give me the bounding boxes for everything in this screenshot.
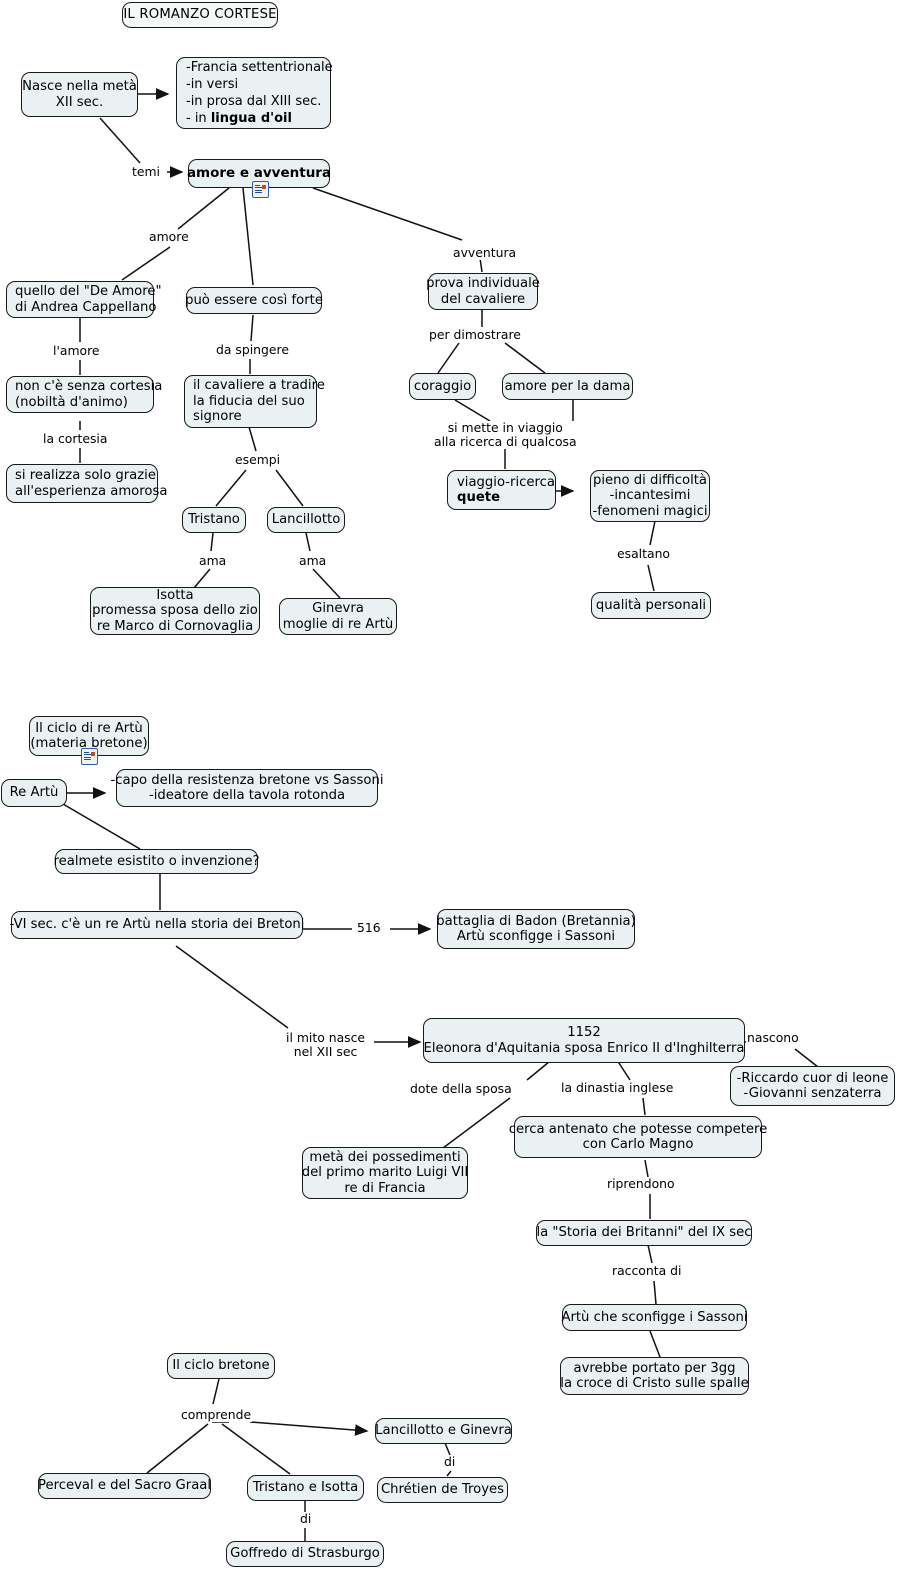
node-coraggio[interactable]: coraggio [409,373,476,400]
node-cerca-antenato[interactable]: cerca antenato che potesse competere con… [509,1116,767,1158]
edge-label-nascono: nascono [746,1030,800,1045]
node-ginevra[interactable]: Ginevra moglie di re Artù [279,598,397,635]
node-prova-individuale[interactable]: prova individuale del cavaliere [426,273,540,310]
note-icon[interactable] [81,748,98,765]
edge-label-comprende: comprende [180,1407,253,1422]
node-chretien-de-troyes[interactable]: Chrétien de Troyes [377,1477,508,1503]
node-perceval[interactable]: Perceval e del Sacro Graal [38,1473,211,1499]
node-re-artu[interactable]: Re Artù [1,779,67,807]
caratteristiche-line-2: -in versi [186,77,239,92]
edge-label-516: 516 [356,920,382,935]
viaggio-ricerca-label: viaggio-ricerca [457,474,555,490]
node-realmente-esistito[interactable]: realmete esistito o invenzione? [54,849,259,874]
node-figli-eleonora[interactable]: -Riccardo cuor di leone -Giovanni senzat… [730,1066,895,1106]
edge-label-esempi: esempi [234,452,282,467]
caratteristiche-line-4: - in lingua d'oil [186,111,292,126]
node-si-realizza[interactable]: si realizza solo grazie all'esperienza a… [6,464,167,503]
node-capo-resistenza[interactable]: -capo della resistenza bretone vs Sasson… [111,769,383,807]
edge-label-il-mito-nasce: il mito nasce nel XII sec [285,1030,367,1059]
caratteristiche-line-3: -in prosa dal XIII sec. [186,94,322,109]
edge-label-temi: temi [131,164,161,179]
quete-label: quete [457,490,501,505]
caratteristiche-line-1: -Francia settentrionale [186,60,333,75]
node-artu-sconfigge-sassoni[interactable]: Artù che sconfigge i Sassoni [561,1304,748,1331]
node-ciclo-bretone[interactable]: Il ciclo bretone [167,1353,275,1379]
edge-label-l-amore: l'amore [52,343,101,358]
node-lancillotto-e-ginevra[interactable]: Lancillotto e Ginevra [375,1418,512,1444]
node-eleonora-1152[interactable]: 1152 Eleonora d'Aquitania sposa Enrico I… [423,1018,745,1063]
node-meta-possedimenti[interactable]: metà dei possedimenti del primo marito L… [302,1147,468,1199]
node-tristano-e-isotta[interactable]: Tristano e Isotta [247,1475,364,1501]
edge-label-esaltano: esaltano [616,546,671,561]
edge-label-dote-della-sposa: dote della sposa [409,1081,513,1096]
node-caratteristiche[interactable]: -Francia settentrionale -in versi -in pr… [176,57,333,129]
edge-label-racconta-di: racconta di [611,1263,683,1278]
edge-label-ama-lancillotto: ama [298,553,328,568]
edge-label-per-dimostrare: per dimostrare [428,327,522,342]
node-goffredo-di-strasburgo[interactable]: Goffredo di Strasburgo [226,1541,384,1567]
node-tristano[interactable]: Tristano [182,507,246,533]
note-icon[interactable] [252,181,269,198]
node-cavaliere-tradire[interactable]: il cavaliere a tradire la fiducia del su… [184,375,325,428]
node-battaglia-di-badon[interactable]: battaglia di Badon (Bretannia) Artù scon… [436,909,636,949]
map-title: IL ROMANZO CORTESE [122,2,278,28]
edge-label-amore: amore [148,229,190,244]
edge-label-la-cortesia: la cortesia [42,431,109,446]
node-vi-sec-re-artu[interactable]: -VI sec. c'è un re Artù nella storia dei… [10,911,304,939]
node-storia-dei-britanni[interactable]: la "Storia dei Britanni" del IX sec [536,1220,752,1246]
edge-label-ama-tristano: ama [198,553,228,568]
node-croce-di-cristo[interactable]: avrebbe portato per 3gg la croce di Cris… [560,1357,749,1395]
node-qualita-personali[interactable]: qualità personali [591,592,711,619]
edge-label-di-goffredo: di [299,1511,313,1526]
node-amore-e-avventura[interactable]: amore e avventura [187,159,331,188]
node-non-ce-senza-cortesia[interactable]: non c'è senza cortesia (nobiltà d'animo) [6,376,162,413]
edge-label-riprendono: riprendono [606,1176,676,1191]
node-puo-essere-forte[interactable]: può essere così forte [185,287,323,314]
node-amore-per-la-dama[interactable]: amore per la dama [502,373,633,400]
node-viaggio-ricerca-quete[interactable]: viaggio-ricerca quete [447,470,556,510]
edge-label-di-chretien: di [443,1454,457,1469]
edge-label-la-dinastia-inglese: la dinastia inglese [560,1080,675,1095]
edge-label-avventura: avventura [452,245,518,260]
node-nasce-meta-xii[interactable]: Nasce nella metà XII sec. [21,72,138,117]
node-de-amore[interactable]: quello del "De Amore" di Andrea Cappella… [6,281,162,318]
edge-label-si-mette-in-viaggio: si mette in viaggio alla ricerca di qual… [433,420,578,449]
node-isotta[interactable]: Isotta promessa sposa dello zio re Marco… [90,587,260,635]
node-pieno-di-difficolta[interactable]: pieno di difficoltà -incantesimi -fenome… [590,470,710,522]
edge-label-da-spingere: da spingere [215,342,290,357]
node-lancillotto[interactable]: Lancillotto [267,507,345,533]
